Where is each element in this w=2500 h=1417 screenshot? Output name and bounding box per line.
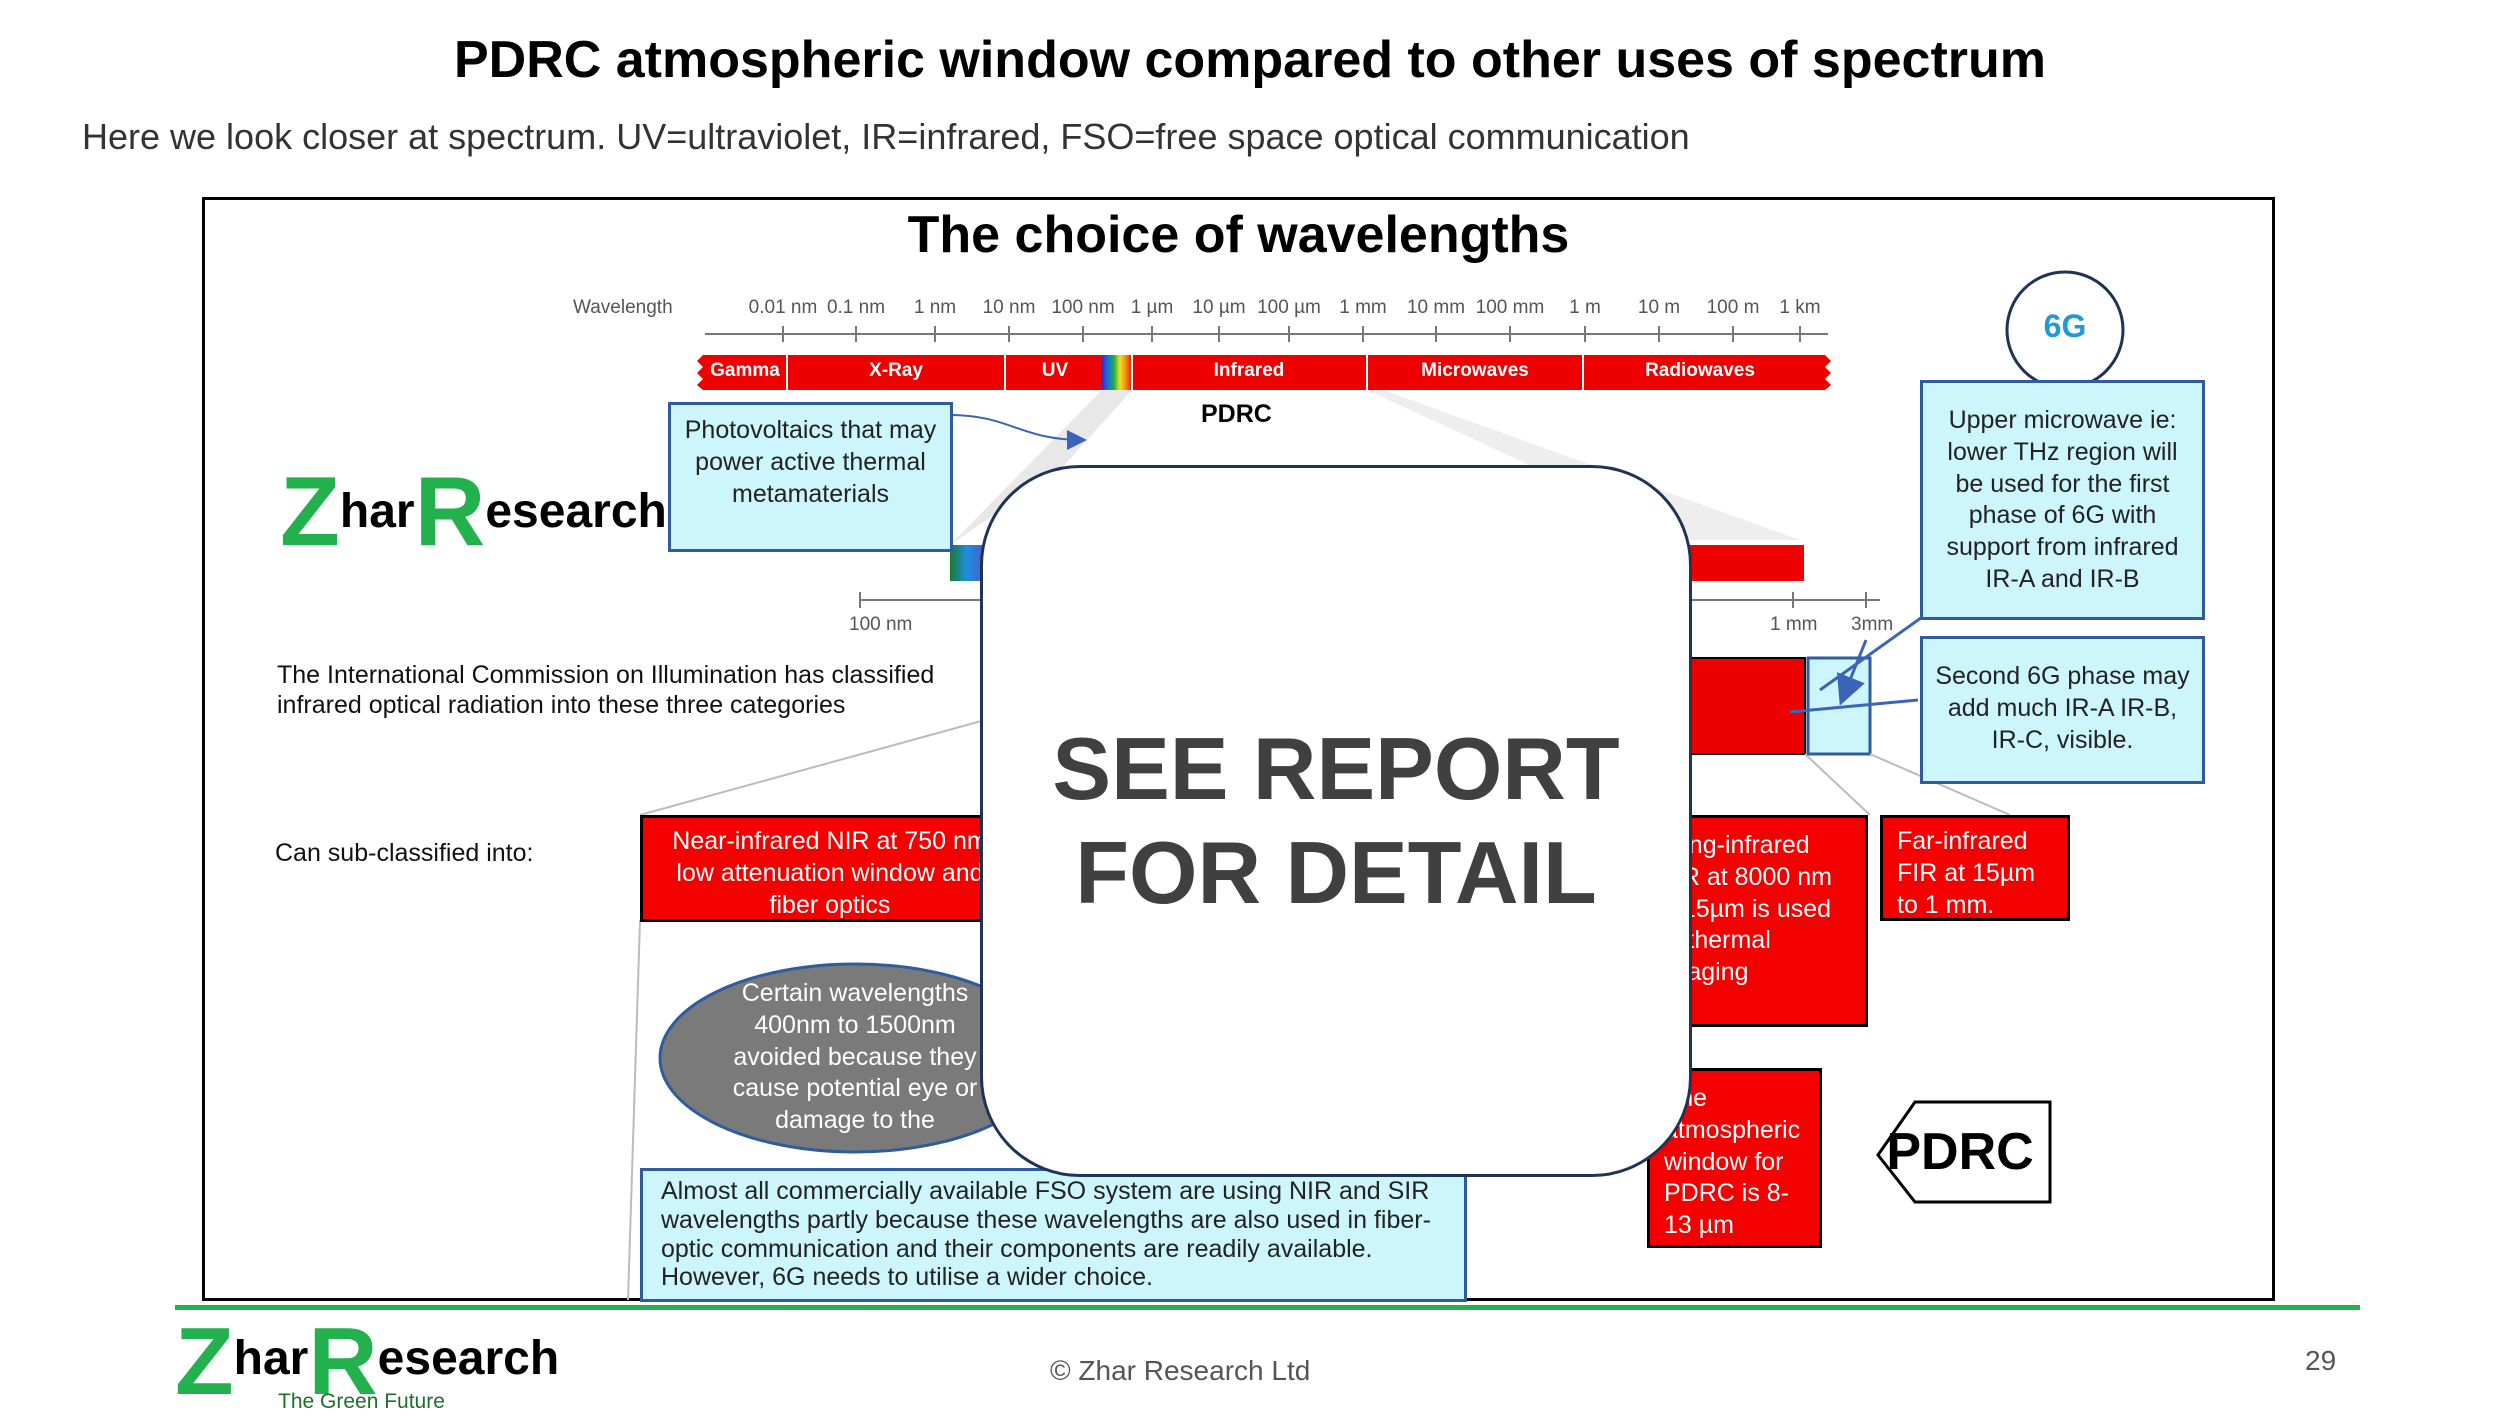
scale-tick-label: 1 mm xyxy=(1339,297,1387,318)
scale-tick-label: 100 nm xyxy=(1051,297,1115,318)
cie-text: The International Commission on Illumina… xyxy=(277,661,935,719)
wavelength-label: Wavelength xyxy=(573,297,673,318)
pdrc-callout-shape xyxy=(1876,1100,2052,1204)
overlay-line-1: SEE REPORT xyxy=(1052,719,1620,819)
scale-tick-label: 10 mm xyxy=(1406,297,1466,318)
scale-tick-marks xyxy=(782,326,1801,342)
scale-tick-label: 10 nm xyxy=(982,297,1036,318)
scale-tick-label: 1 nm xyxy=(913,297,957,318)
see-report-overlay: SEE REPORT FOR DETAIL xyxy=(980,465,1692,1177)
scale-tick-label: 0.1 nm xyxy=(826,297,886,318)
page-subtitle: Here we look closer at spectrum. UV=ultr… xyxy=(82,116,1690,157)
logo-tagline: The Green Future xyxy=(278,1390,445,1413)
zhar-logo-footer: ZharResearch xyxy=(175,1308,560,1415)
nir-box: Near-infrared NIR at 750 nm low attenuat… xyxy=(640,815,1020,922)
subclass-connectors xyxy=(627,719,2011,1301)
zoom-tick-1mm: 1 mm xyxy=(1770,614,1818,635)
band-dividers xyxy=(786,355,1584,390)
figure-title: The choice of wavelengths xyxy=(907,206,1570,264)
zoom-tick-100nm: 100 nm xyxy=(849,614,913,635)
pv-arrow xyxy=(949,414,1087,450)
band-label: Infrared xyxy=(1213,360,1285,381)
overlay-line-2: FOR DETAIL xyxy=(1075,823,1597,922)
scale-tick-label: 100 mm xyxy=(1475,297,1545,318)
copyright: © Zhar Research Ltd xyxy=(1050,1355,1311,1386)
scale-tick-label: 1 km xyxy=(1779,297,1821,318)
zoom-wedge-left xyxy=(950,390,1132,545)
band-label: Gamma xyxy=(710,360,780,381)
scale-tick-label: 10 µm xyxy=(1192,297,1246,318)
upper-microwave-box: Upper microwave ie: lower THz region wil… xyxy=(1920,380,2205,620)
atmospheric-window-box: The atmospheric window for PDRC is 8-13 … xyxy=(1647,1068,1822,1248)
subclass-label: Can sub-classified into: xyxy=(275,839,534,867)
page-title: PDRC atmospheric window compared to othe… xyxy=(453,31,2047,89)
scale-tick-label: 1 µm xyxy=(1130,297,1174,318)
ir-category-red xyxy=(1689,657,1806,755)
footer-divider xyxy=(175,1305,2360,1310)
zoom-bar-red xyxy=(1690,545,1804,581)
zhar-logo-figure: ZharResearch xyxy=(280,456,667,566)
scale-tick-label: 1 m xyxy=(1569,297,1601,318)
sixg-arrow-2 xyxy=(1789,698,1919,714)
zoom-bar-visible xyxy=(950,545,984,581)
pdrc-callout-label: PDRC xyxy=(1886,1123,2034,1181)
fir-box: Far-infrared FIR at 15µm to 1 mm. xyxy=(1880,815,2070,921)
band-label: Radiowaves xyxy=(1645,360,1755,381)
scale-tick-label: 100 µm xyxy=(1257,297,1321,318)
eye-damage-text: Certain wavelengths 400nm to 1500nm avoi… xyxy=(732,979,978,1134)
zoom-tick-3mm: 3mm xyxy=(1851,614,1894,635)
photovoltaics-box: Photovoltaics that may power active ther… xyxy=(668,402,953,552)
visible-light-segment xyxy=(1102,355,1132,390)
sixg-arrow-1 xyxy=(1819,613,1926,692)
band-label: Microwaves xyxy=(1421,360,1529,381)
spectrum-bar xyxy=(703,355,1825,390)
band-label: UV xyxy=(1041,360,1069,381)
second-6g-phase-box: Second 6G phase may add much IR-A IR-B, … xyxy=(1920,636,2205,784)
band-label: X-Ray xyxy=(869,360,923,381)
sixg-label: 6G xyxy=(2043,308,2087,344)
fso-box: Almost all commercially available FSO sy… xyxy=(640,1168,1467,1302)
scale-tick-label: 10 m xyxy=(1637,297,1681,318)
scale-tick-label: 0.01 nm xyxy=(748,297,818,318)
scale-tick-label: 100 m xyxy=(1706,297,1760,318)
pdrc-band-label: PDRC xyxy=(1201,400,1272,428)
page-number: 29 xyxy=(2305,1345,2337,1376)
